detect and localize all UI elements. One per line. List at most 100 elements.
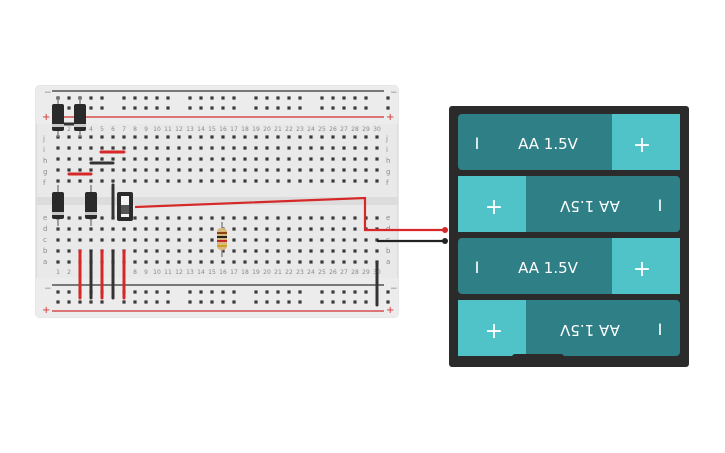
breadboard-hole[interactable] <box>331 157 335 161</box>
diode-3[interactable] <box>52 185 64 226</box>
breadboard-hole[interactable] <box>188 260 192 264</box>
breadboard-hole[interactable] <box>265 216 269 220</box>
breadboard-hole[interactable] <box>375 146 379 150</box>
breadboard-hole[interactable] <box>287 238 291 242</box>
breadboard-hole[interactable] <box>188 227 192 231</box>
breadboard-hole[interactable] <box>298 135 302 139</box>
breadboard-hole[interactable] <box>298 168 302 172</box>
breadboard-hole[interactable] <box>89 238 93 242</box>
breadboard-hole[interactable] <box>298 96 302 100</box>
breadboard-hole[interactable] <box>276 168 280 172</box>
breadboard-hole[interactable] <box>166 168 170 172</box>
breadboard-hole[interactable] <box>232 227 236 231</box>
breadboard-hole[interactable] <box>287 135 291 139</box>
breadboard-hole[interactable] <box>177 168 181 172</box>
breadboard-hole[interactable] <box>276 216 280 220</box>
breadboard-hole[interactable] <box>144 300 148 304</box>
breadboard-hole[interactable] <box>298 146 302 150</box>
breadboard-hole[interactable] <box>254 135 258 139</box>
breadboard-hole[interactable] <box>78 146 82 150</box>
breadboard-hole[interactable] <box>89 179 93 183</box>
breadboard-hole[interactable] <box>155 146 159 150</box>
breadboard-hole[interactable] <box>199 135 203 139</box>
breadboard-hole[interactable] <box>342 227 346 231</box>
breadboard-hole[interactable] <box>342 146 346 150</box>
breadboard-hole[interactable] <box>221 135 225 139</box>
breadboard-hole[interactable] <box>155 135 159 139</box>
breadboard-hole[interactable] <box>122 157 126 161</box>
breadboard-hole[interactable] <box>133 168 137 172</box>
breadboard-hole[interactable] <box>221 179 225 183</box>
breadboard-hole[interactable] <box>364 135 368 139</box>
breadboard-hole[interactable] <box>166 300 170 304</box>
breadboard-hole[interactable] <box>243 249 247 253</box>
breadboard-hole[interactable] <box>232 300 236 304</box>
breadboard-hole[interactable] <box>100 96 104 100</box>
breadboard-hole[interactable] <box>364 260 368 264</box>
breadboard-hole[interactable] <box>78 157 82 161</box>
breadboard-hole[interactable] <box>276 106 280 110</box>
breadboard-hole[interactable] <box>155 168 159 172</box>
breadboard-hole[interactable] <box>353 146 357 150</box>
breadboard-hole[interactable] <box>100 300 104 304</box>
breadboard-hole[interactable] <box>221 300 225 304</box>
breadboard-hole[interactable] <box>111 146 115 150</box>
breadboard-hole[interactable] <box>166 227 170 231</box>
breadboard-hole[interactable] <box>364 179 368 183</box>
breadboard-hole[interactable] <box>254 179 258 183</box>
breadboard-hole[interactable] <box>89 135 93 139</box>
breadboard-hole[interactable] <box>353 157 357 161</box>
breadboard-hole[interactable] <box>188 157 192 161</box>
breadboard-hole[interactable] <box>67 106 71 110</box>
breadboard-hole[interactable] <box>342 216 346 220</box>
breadboard-hole[interactable] <box>331 260 335 264</box>
switch-handle[interactable] <box>121 205 129 214</box>
breadboard-hole[interactable] <box>254 249 258 253</box>
breadboard-hole[interactable] <box>144 179 148 183</box>
breadboard-hole[interactable] <box>276 260 280 264</box>
breadboard-hole[interactable] <box>276 238 280 242</box>
breadboard-hole[interactable] <box>309 179 313 183</box>
breadboard-hole[interactable] <box>265 238 269 242</box>
breadboard-hole[interactable] <box>298 249 302 253</box>
breadboard-hole[interactable] <box>342 290 346 294</box>
breadboard-hole[interactable] <box>320 106 324 110</box>
breadboard-hole[interactable] <box>287 290 291 294</box>
breadboard-hole[interactable] <box>331 96 335 100</box>
breadboard-hole[interactable] <box>265 168 269 172</box>
breadboard-hole[interactable] <box>67 135 71 139</box>
breadboard-hole[interactable] <box>254 260 258 264</box>
breadboard-hole[interactable] <box>177 238 181 242</box>
breadboard-hole[interactable] <box>243 157 247 161</box>
breadboard-hole[interactable] <box>375 135 379 139</box>
breadboard-hole[interactable] <box>254 227 258 231</box>
breadboard-hole[interactable] <box>210 227 214 231</box>
breadboard-hole[interactable] <box>265 300 269 304</box>
breadboard-hole[interactable] <box>188 168 192 172</box>
breadboard-hole[interactable] <box>188 106 192 110</box>
breadboard-hole[interactable] <box>309 168 313 172</box>
breadboard-hole[interactable] <box>210 106 214 110</box>
breadboard-hole[interactable] <box>232 168 236 172</box>
breadboard-hole[interactable] <box>133 157 137 161</box>
breadboard-hole[interactable] <box>144 249 148 253</box>
breadboard-hole[interactable] <box>188 146 192 150</box>
breadboard-hole[interactable] <box>364 238 368 242</box>
breadboard-hole[interactable] <box>265 135 269 139</box>
breadboard-hole[interactable] <box>342 96 346 100</box>
breadboard-hole[interactable] <box>232 157 236 161</box>
breadboard-hole[interactable] <box>133 146 137 150</box>
breadboard-hole[interactable] <box>199 106 203 110</box>
breadboard-hole[interactable] <box>144 106 148 110</box>
breadboard-hole[interactable] <box>122 238 126 242</box>
breadboard-hole[interactable] <box>353 290 357 294</box>
breadboard-hole[interactable] <box>320 260 324 264</box>
breadboard-hole[interactable] <box>232 96 236 100</box>
breadboard-hole[interactable] <box>375 216 379 220</box>
breadboard-hole[interactable] <box>320 216 324 220</box>
breadboard-hole[interactable] <box>221 106 225 110</box>
breadboard-hole[interactable] <box>375 157 379 161</box>
breadboard-hole[interactable] <box>122 146 126 150</box>
breadboard-hole[interactable] <box>331 249 335 253</box>
breadboard-hole[interactable] <box>287 227 291 231</box>
